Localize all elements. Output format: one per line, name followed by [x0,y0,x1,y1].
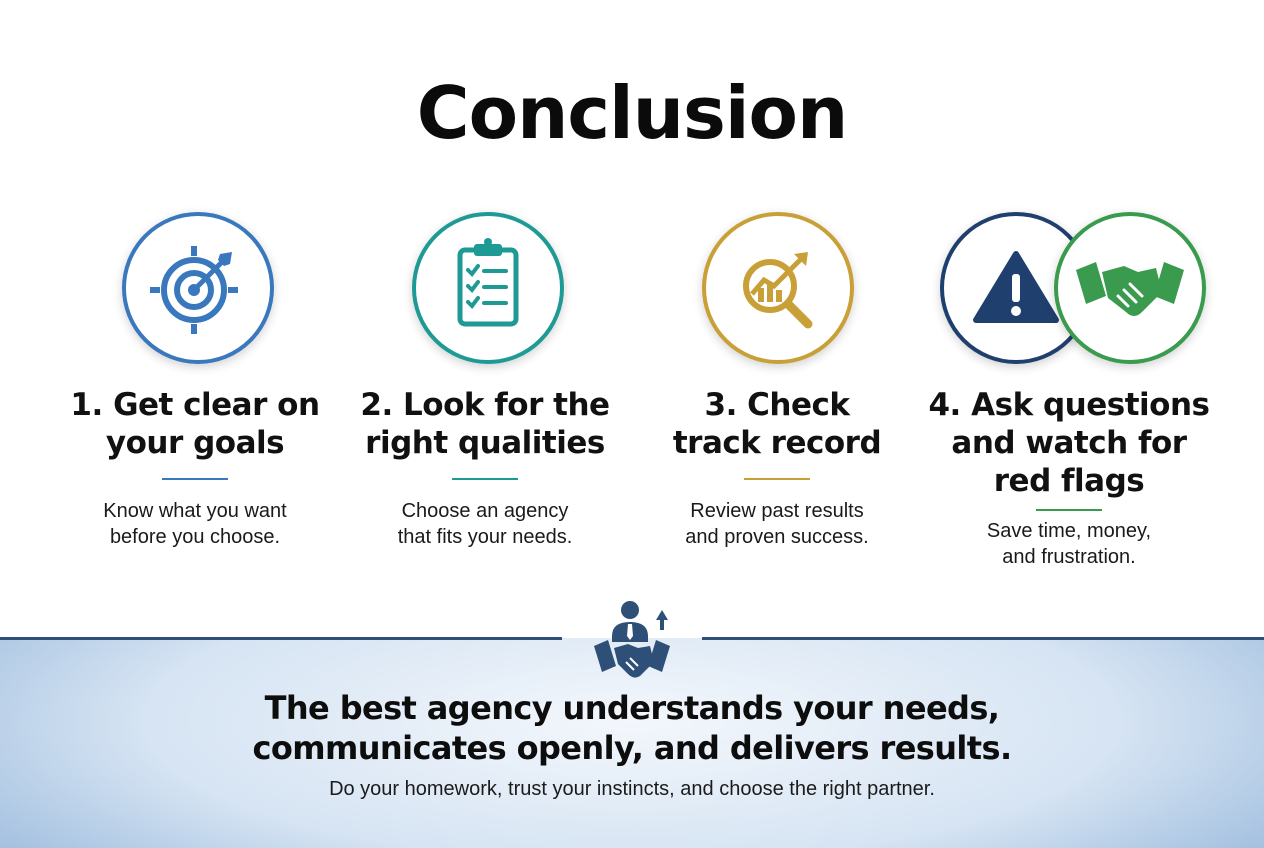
summary-headline: The best agency understands your needs, … [252,689,1012,767]
summary-divider-right [702,637,1264,640]
business-handshake-icon [594,601,670,678]
step-2-divider [452,478,518,480]
warning-icon [973,251,1059,323]
step-2-icon-circle [412,212,564,364]
step-2-title: 2. Look for the right qualities [360,387,610,461]
target-icon [150,246,238,334]
magnifier-growth-icon [743,252,813,329]
step-4-title: 4. Ask questions and watch for red flags [928,387,1210,499]
step-1-divider [162,478,228,480]
step-3-icon-circle [702,212,854,364]
step-3-title: 3. Check track record [672,387,882,461]
step-1-description: Know what you want before you choose. [103,500,287,548]
step-4-divider [1036,509,1102,511]
summary-divider-left [0,637,562,640]
step-1-title: 1. Get clear on your goals [70,387,320,461]
page-title: Conclusion [416,71,848,155]
step-3-description: Review past results and proven success. [685,500,869,548]
step-3-divider [744,478,810,480]
step-2-description: Choose an agency that fits your needs. [397,500,573,548]
handshake-icon [1076,262,1184,316]
summary-subline: Do your homework, trust your instincts, … [329,778,935,800]
step-4-description: Save time, money, and frustration. [986,520,1152,568]
step-4-handshake-circle [1054,212,1206,364]
clipboard-checklist-icon [457,238,519,327]
step-1-icon-circle [122,212,274,364]
